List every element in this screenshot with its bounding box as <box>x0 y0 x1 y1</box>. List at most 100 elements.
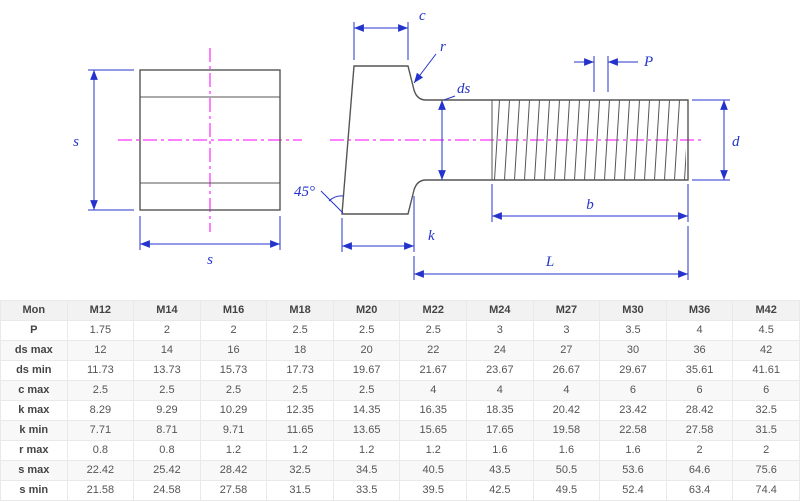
table-cell: 34.5 <box>332 460 401 481</box>
column-header: M36 <box>665 300 734 321</box>
table-cell: 27.58 <box>199 480 268 501</box>
row-label: r max <box>0 440 68 461</box>
table-cell: 1.6 <box>599 440 667 461</box>
column-header: M30 <box>599 300 667 321</box>
dim-label-l: L <box>545 254 554 270</box>
dim-label-s-left: s <box>73 134 79 150</box>
table-cell: 1.2 <box>266 440 334 461</box>
table-cell: 24.58 <box>133 480 201 501</box>
table-cell: 64.6 <box>665 460 734 481</box>
dim-label-k: k <box>428 228 435 244</box>
table-cell: 28.42 <box>199 460 268 481</box>
table-cell: 41.61 <box>732 360 800 381</box>
row-label: k max <box>0 400 68 421</box>
table-cell: 13.65 <box>332 420 401 441</box>
table-cell: 15.73 <box>199 360 268 381</box>
table-cell: 16.35 <box>399 400 468 421</box>
row-label: ds min <box>0 360 68 381</box>
table-cell: 2.5 <box>199 380 268 401</box>
dimension-p: P <box>574 54 653 92</box>
table-cell: 3.5 <box>599 320 667 341</box>
table-cell: 19.58 <box>532 420 601 441</box>
dim-label-ds: ds <box>457 81 471 97</box>
table-cell: 23.67 <box>466 360 534 381</box>
column-header: M27 <box>532 300 601 321</box>
column-header: M22 <box>399 300 468 321</box>
table-cell: 42.5 <box>466 480 534 501</box>
table-cell: 6 <box>732 380 800 401</box>
dimension-d: d <box>692 99 740 181</box>
row-label: c max <box>0 380 68 401</box>
column-header: M18 <box>266 300 334 321</box>
table-cell: 0.8 <box>133 440 201 461</box>
dimension-l: L <box>413 226 689 280</box>
dim-label-p: P <box>643 54 653 70</box>
table-cell: 19.67 <box>332 360 401 381</box>
table-cell: 50.5 <box>532 460 601 481</box>
dimension-k: k <box>341 196 435 252</box>
table-cell: 4 <box>466 380 534 401</box>
table-cell: 17.73 <box>266 360 334 381</box>
table-cell: 13.73 <box>133 360 201 381</box>
table-cell: 28.42 <box>665 400 734 421</box>
table-cell: 20.42 <box>532 400 601 421</box>
dim-label-s-bottom: s <box>207 252 213 268</box>
table-cell: 11.65 <box>266 420 334 441</box>
table-cell: 27.58 <box>665 420 734 441</box>
table-cell: 12.35 <box>266 400 334 421</box>
table-cell: 1.2 <box>199 440 268 461</box>
table-cell: 8.29 <box>66 400 135 421</box>
table-cell: 9.71 <box>199 420 268 441</box>
table-cell: 4 <box>532 380 601 401</box>
row-label-header: Mon <box>0 300 68 321</box>
dimension-ds: ds <box>438 81 471 180</box>
table-cell: 26.67 <box>532 360 601 381</box>
table-cell: 42 <box>732 340 800 361</box>
table-cell: 75.6 <box>732 460 800 481</box>
table-cell: 7.71 <box>66 420 135 441</box>
dimension-b: b <box>491 184 689 222</box>
table-cell: 14 <box>133 340 201 361</box>
table-cell: 24 <box>466 340 534 361</box>
table-cell: 2.5 <box>266 380 334 401</box>
table-cell: 63.4 <box>665 480 734 501</box>
table-cell: 32.5 <box>266 460 334 481</box>
table-cell: 74.4 <box>732 480 800 501</box>
table-cell: 30 <box>599 340 667 361</box>
table-cell: 1.6 <box>466 440 534 461</box>
dim-label-d: d <box>732 134 740 150</box>
table-cell: 27 <box>532 340 601 361</box>
table-cell: 3 <box>532 320 601 341</box>
table-cell: 10.29 <box>199 400 268 421</box>
table-cell: 31.5 <box>266 480 334 501</box>
dimension-c: c <box>353 8 426 60</box>
row-label: P <box>0 320 68 341</box>
table-cell: 8.71 <box>133 420 201 441</box>
table-cell: 1.6 <box>532 440 601 461</box>
table-cell: 2 <box>199 320 268 341</box>
table-cell: 14.35 <box>332 400 401 421</box>
table-cell: 1.75 <box>66 320 135 341</box>
table-cell: 15.65 <box>399 420 468 441</box>
dimension-s-width: s <box>139 216 281 268</box>
table-cell: 2.5 <box>332 320 401 341</box>
dim-label-c: c <box>419 8 426 24</box>
table-cell: 2.5 <box>133 380 201 401</box>
column-header: M42 <box>732 300 800 321</box>
front-view <box>118 48 302 232</box>
table-cell: 2.5 <box>66 380 135 401</box>
table-cell: 31.5 <box>732 420 800 441</box>
table-cell: 25.42 <box>133 460 201 481</box>
head-front-outline <box>139 69 281 211</box>
column-header: M24 <box>466 300 534 321</box>
table-cell: 6 <box>599 380 667 401</box>
table-cell: 2.5 <box>266 320 334 341</box>
table-cell: 4 <box>399 380 468 401</box>
table-cell: 35.61 <box>665 360 734 381</box>
